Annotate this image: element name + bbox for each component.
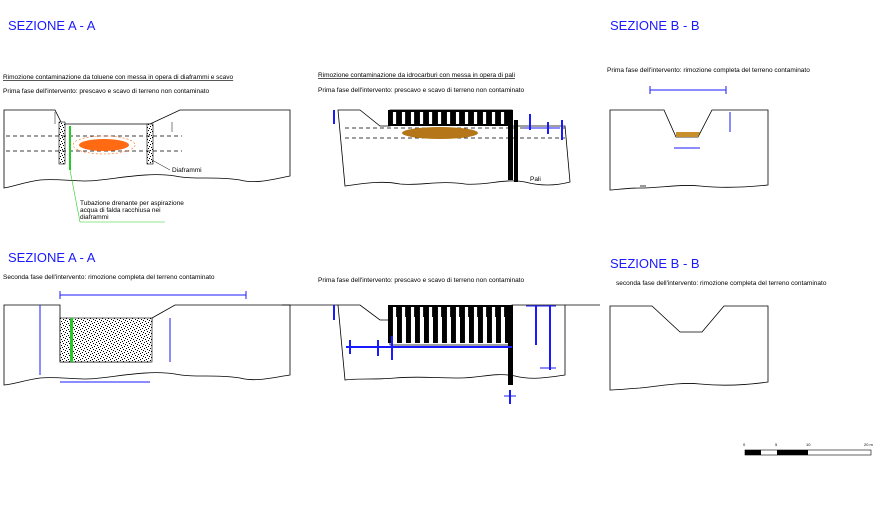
pile-gap xyxy=(446,307,451,341)
section-title-aa-bottom: SEZIONE A - A xyxy=(8,250,96,265)
section-title-aa-top: SEZIONE A - A xyxy=(8,18,96,33)
pile-gap xyxy=(392,112,397,124)
bb-section-bottom: seconda fase dell'intervento: rimozione … xyxy=(609,280,827,391)
pile-gap xyxy=(410,112,415,124)
toluene-plume xyxy=(79,139,129,151)
pile xyxy=(388,317,393,343)
pile xyxy=(424,317,429,343)
scale-seg-1 xyxy=(745,450,761,455)
toluene-phase1-caption: Prima fase dell'intervento: prescavo e s… xyxy=(3,88,209,95)
pile-gap xyxy=(401,112,406,124)
aa-bottom-profile xyxy=(3,304,291,386)
toluene-ground-profile xyxy=(3,109,291,189)
pile-gap xyxy=(410,307,415,341)
pile xyxy=(487,317,492,343)
pile-gap xyxy=(419,112,424,124)
pile-gap xyxy=(428,307,433,341)
hydrocarbon-plume xyxy=(402,127,478,139)
piles-top xyxy=(388,110,514,126)
pile-gap xyxy=(482,307,487,341)
hc-bottom-caption: Prima fase dell'intervento: prescavo e s… xyxy=(318,277,524,284)
pile-gap xyxy=(419,307,424,341)
pile xyxy=(478,317,483,343)
pile-gap xyxy=(455,112,460,124)
pile xyxy=(460,317,465,343)
pile-gap xyxy=(437,307,442,341)
hydrocarbon-phase1-caption: Prima fase dell'intervento: prescavo e s… xyxy=(318,87,524,94)
toluene-plume-halo xyxy=(72,135,136,155)
pile-gap xyxy=(500,112,505,124)
pile xyxy=(415,317,420,343)
aa-bottom-caption: Seconda fase dell'intervento: rimozione … xyxy=(3,274,215,281)
hc-bottom-profile xyxy=(337,304,566,381)
pile-bottom-right xyxy=(508,305,513,385)
hydrocarbon-section-top: Rimozione contaminazione da idrocarburi … xyxy=(318,72,571,187)
pile-gap xyxy=(392,307,397,341)
hydrocarbon-ground-profile xyxy=(337,109,571,187)
drain-pipe-bottom xyxy=(70,318,73,362)
pile-right-1 xyxy=(508,110,513,180)
pile-gap xyxy=(437,112,442,124)
pile-gap xyxy=(464,112,469,124)
diaphragm-right xyxy=(146,123,154,165)
pile-gap xyxy=(491,307,496,341)
pile-gap xyxy=(500,307,505,341)
pile-gap xyxy=(473,112,478,124)
pile xyxy=(406,317,411,343)
toluene-section-top: Rimozione contaminazione da toluene con … xyxy=(3,74,291,223)
pile-gap xyxy=(473,307,478,341)
pile xyxy=(496,317,501,343)
toluene-title: Rimozione contaminazione da toluene con … xyxy=(3,74,234,81)
diaphragm-left xyxy=(58,121,66,165)
pile xyxy=(433,317,438,343)
hydrocarbon-title: Rimozione contaminazione da idrocarburi … xyxy=(318,72,515,79)
pile-right-2 xyxy=(514,120,518,182)
bb-top-caption: Prima fase dell'intervento: rimozione co… xyxy=(607,67,810,74)
pile xyxy=(397,317,402,343)
bb-top-profile xyxy=(609,109,769,191)
section-title-bb-bottom: SEZIONE B - B xyxy=(610,256,700,271)
hydrocarbon-section-bottom: Prima fase dell'intervento: prescavo e s… xyxy=(282,277,600,404)
drain-pipe-leader xyxy=(69,169,81,223)
label-tubazione-3: diaframmi xyxy=(80,214,109,221)
bb-bottom-profile xyxy=(609,305,769,391)
pile xyxy=(442,317,447,343)
pile-gap xyxy=(446,112,451,124)
bb-bottom-caption: seconda fase dell'intervento: rimozione … xyxy=(616,280,827,287)
label-pali: Pali xyxy=(530,176,541,183)
pile xyxy=(505,317,510,343)
pile-gap xyxy=(464,307,469,341)
bb-contaminated-soil xyxy=(676,132,700,137)
pile xyxy=(451,317,456,343)
scale-tick-10: 10 xyxy=(806,442,811,447)
label-diaframmi: Diaframmi xyxy=(172,167,202,174)
toluene-section-bottom: Seconda fase dell'intervento: rimozione … xyxy=(3,274,291,386)
piles-bottom xyxy=(388,305,514,343)
pile xyxy=(469,317,474,343)
pile-gap xyxy=(482,112,487,124)
scale-tick-5: 5 xyxy=(775,442,778,447)
pile-gap xyxy=(491,112,496,124)
scale-tick-20: 20 m xyxy=(864,442,874,447)
scale-seg-3 xyxy=(777,450,808,455)
pile-gap xyxy=(401,307,406,341)
label-tubazione-2: acqua di falda racchiusa nei xyxy=(80,207,161,214)
excavation-fill xyxy=(59,317,153,363)
section-title-bb-top: SEZIONE B - B xyxy=(610,18,700,33)
scale-tick-0: 0 xyxy=(743,442,746,447)
bb-section-top: Prima fase dell'intervento: rimozione co… xyxy=(607,67,810,191)
pile-gap xyxy=(428,112,433,124)
scale-bar: 0 5 10 20 m xyxy=(743,442,874,456)
label-tubazione-1: Tubazione drenante per aspirazione xyxy=(80,200,184,207)
pile-gap xyxy=(455,307,460,341)
